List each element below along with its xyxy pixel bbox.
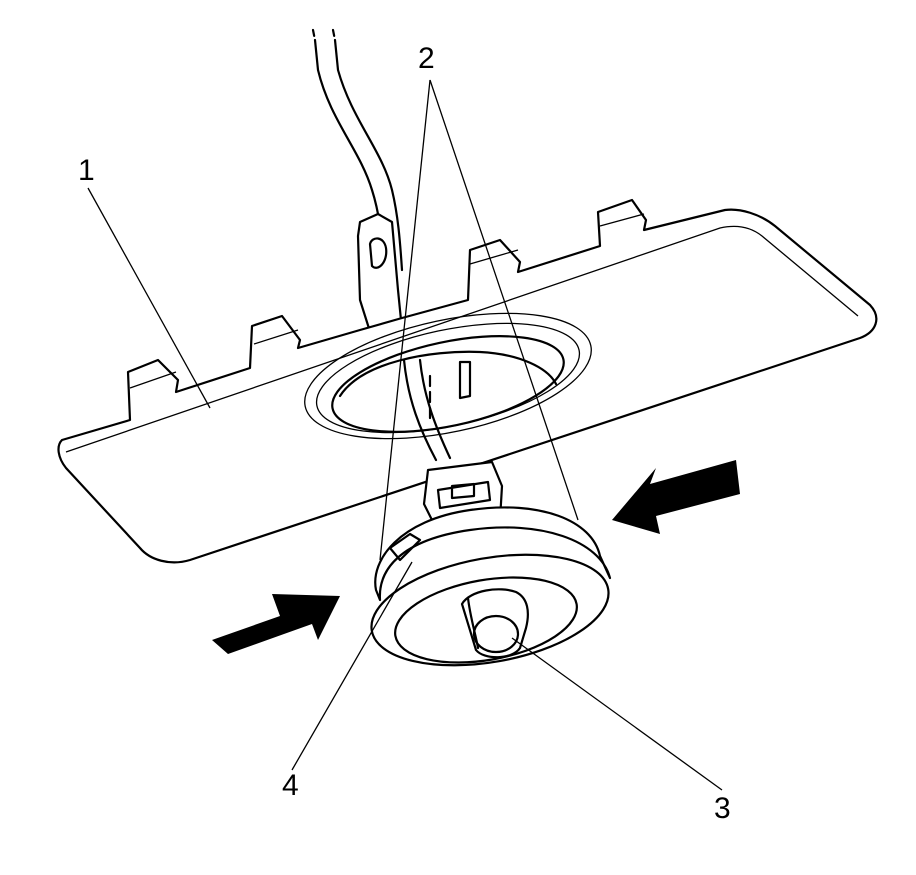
callout-label-2: 2	[418, 42, 435, 75]
push-arrows	[212, 460, 740, 654]
sensor-assembly	[370, 460, 612, 667]
leader-lines	[87, 79, 723, 791]
callout-label-1: 1	[78, 154, 95, 187]
left-arrow-icon	[212, 594, 340, 654]
right-arrow-icon	[612, 460, 740, 534]
panel-opening	[304, 312, 592, 440]
retainer-clip	[356, 212, 404, 340]
connector-wires	[402, 358, 452, 462]
panel	[57, 198, 878, 564]
callout-label-3: 3	[714, 792, 731, 825]
callout-label-4: 4	[282, 769, 299, 802]
